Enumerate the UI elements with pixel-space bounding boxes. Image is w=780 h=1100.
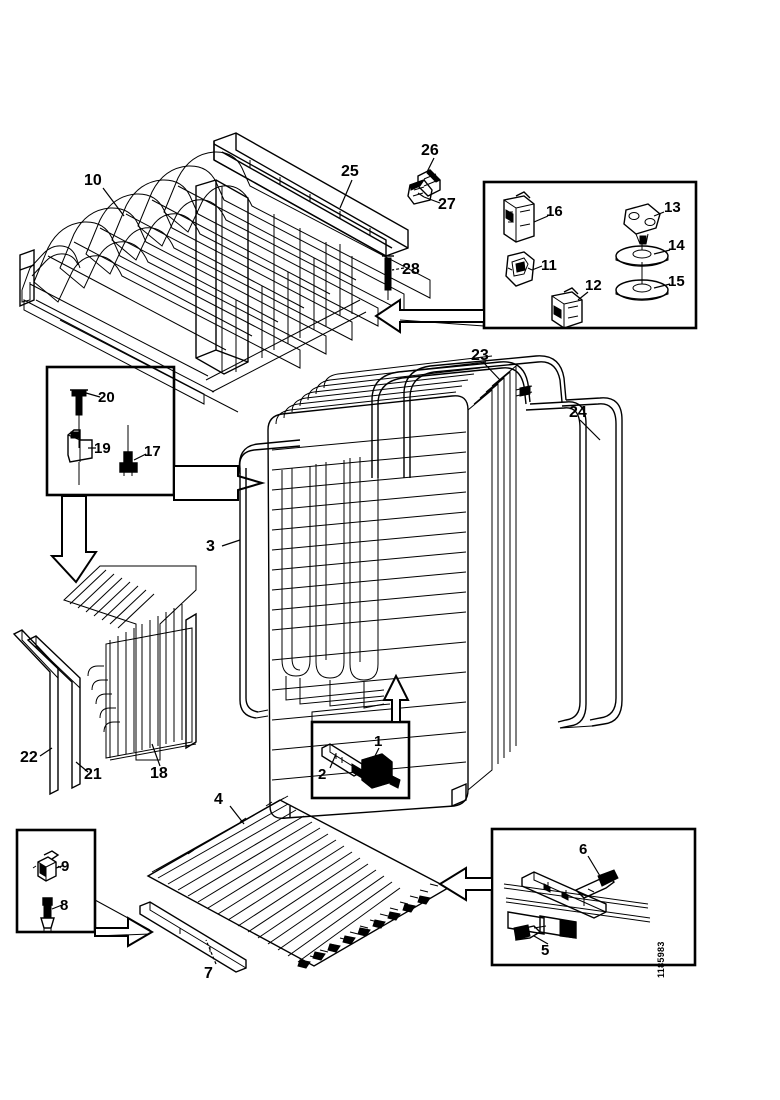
callout-label-13: 13 [664,199,681,216]
leader-26 [426,157,435,173]
fastener-detail-box: 9 8 [15,828,97,934]
outer-rail-22 [12,629,59,796]
part-2-probe [321,743,363,779]
leader-18 [151,743,161,767]
reference-code: 1185983 [656,941,666,978]
part-12-mount [551,287,583,329]
callout-label-21: 21 [84,766,102,783]
leader-11 [531,265,543,271]
rail-detail-box: 6 5 [490,827,697,967]
leader-12 [577,291,589,301]
callout-label-1: 1 [374,733,382,750]
part-11-mount [505,251,535,287]
main-tube-bundle [267,355,517,819]
callout-label-11: 11 [541,257,557,274]
leader-2 [329,753,337,769]
leader-10 [102,187,125,217]
callout-label-2: 2 [318,766,326,783]
callout-label-25: 25 [341,163,359,180]
callout-label-14: 14 [668,237,685,254]
callout-label-15: 15 [668,273,685,290]
callout-label-7: 7 [204,965,213,982]
hose-3 [238,439,301,719]
leader-3 [221,539,241,547]
callout-label-12: 12 [585,277,602,294]
callout-label-16: 16 [546,203,563,220]
leader-17 [133,453,147,461]
arrow-to-main-bundle [173,465,266,501]
switch-detail-box: 1 2 [310,720,411,800]
callout-label-10: 10 [84,172,102,189]
leader-1 [371,747,380,763]
callout-label-19: 19 [94,440,111,457]
leader-5 [533,935,549,945]
leader-15 [653,283,671,289]
callout-label-18: 18 [150,765,168,782]
leader-16 [533,215,549,223]
callout-label-20: 20 [98,389,115,406]
part-1-switch [361,753,401,789]
part-8-screw [40,897,55,932]
part-16-mount [503,191,535,243]
callout-label-24: 24 [569,404,587,421]
leader-6 [587,855,601,877]
upper-rail-strip [213,132,409,258]
arrow-to-switch [382,673,410,723]
part-5-screw [513,924,547,941]
part-17-screw [119,425,138,476]
leader-14 [653,249,671,255]
mounts-detail-box: 16 11 12 13 [482,180,698,330]
leader-28 [391,267,405,271]
leader-4 [229,805,245,825]
arrow-to-bottom-right [438,866,493,902]
leader-22 [39,747,53,757]
side-rail-21 [26,635,81,790]
tube-loop-23 [371,355,567,478]
callout-label-6: 6 [579,841,587,858]
leader-27 [417,192,441,204]
pin-28 [382,255,394,300]
leader-13 [653,211,665,217]
leader-7 [205,939,217,965]
leader-9 [55,865,63,869]
callout-label-9: 9 [61,858,69,875]
tube-loop-24 [525,397,623,729]
arrow-to-lower-fins [49,495,98,584]
leader-8 [51,904,63,910]
callout-label-8: 8 [60,897,68,914]
callout-label-3: 3 [206,538,215,555]
reference-code-text: 1185983 [656,941,666,978]
part-9-clip [32,850,62,882]
callout-label-27: 27 [438,196,456,213]
leader-24 [579,419,601,441]
part-19-bracket [67,429,93,485]
leader-21 [75,761,89,773]
leader-25 [339,179,353,209]
lower-fin-pack [63,565,197,761]
leader-23 [482,361,501,381]
callout-label-28: 28 [402,261,420,278]
callout-label-5: 5 [541,942,549,959]
part-20-screw [70,389,88,448]
upper-finned-coil [19,151,431,413]
clip-27 [407,179,433,205]
arrow-to-upper-coil [374,298,485,334]
callout-label-23: 23 [471,347,489,364]
leader-20 [85,392,101,398]
callout-label-4: 4 [214,791,223,808]
callout-label-26: 26 [421,142,439,159]
callout-label-17: 17 [144,443,161,460]
callout-label-22: 22 [20,749,38,766]
bracket-detail-box: 20 19 17 [45,365,176,497]
